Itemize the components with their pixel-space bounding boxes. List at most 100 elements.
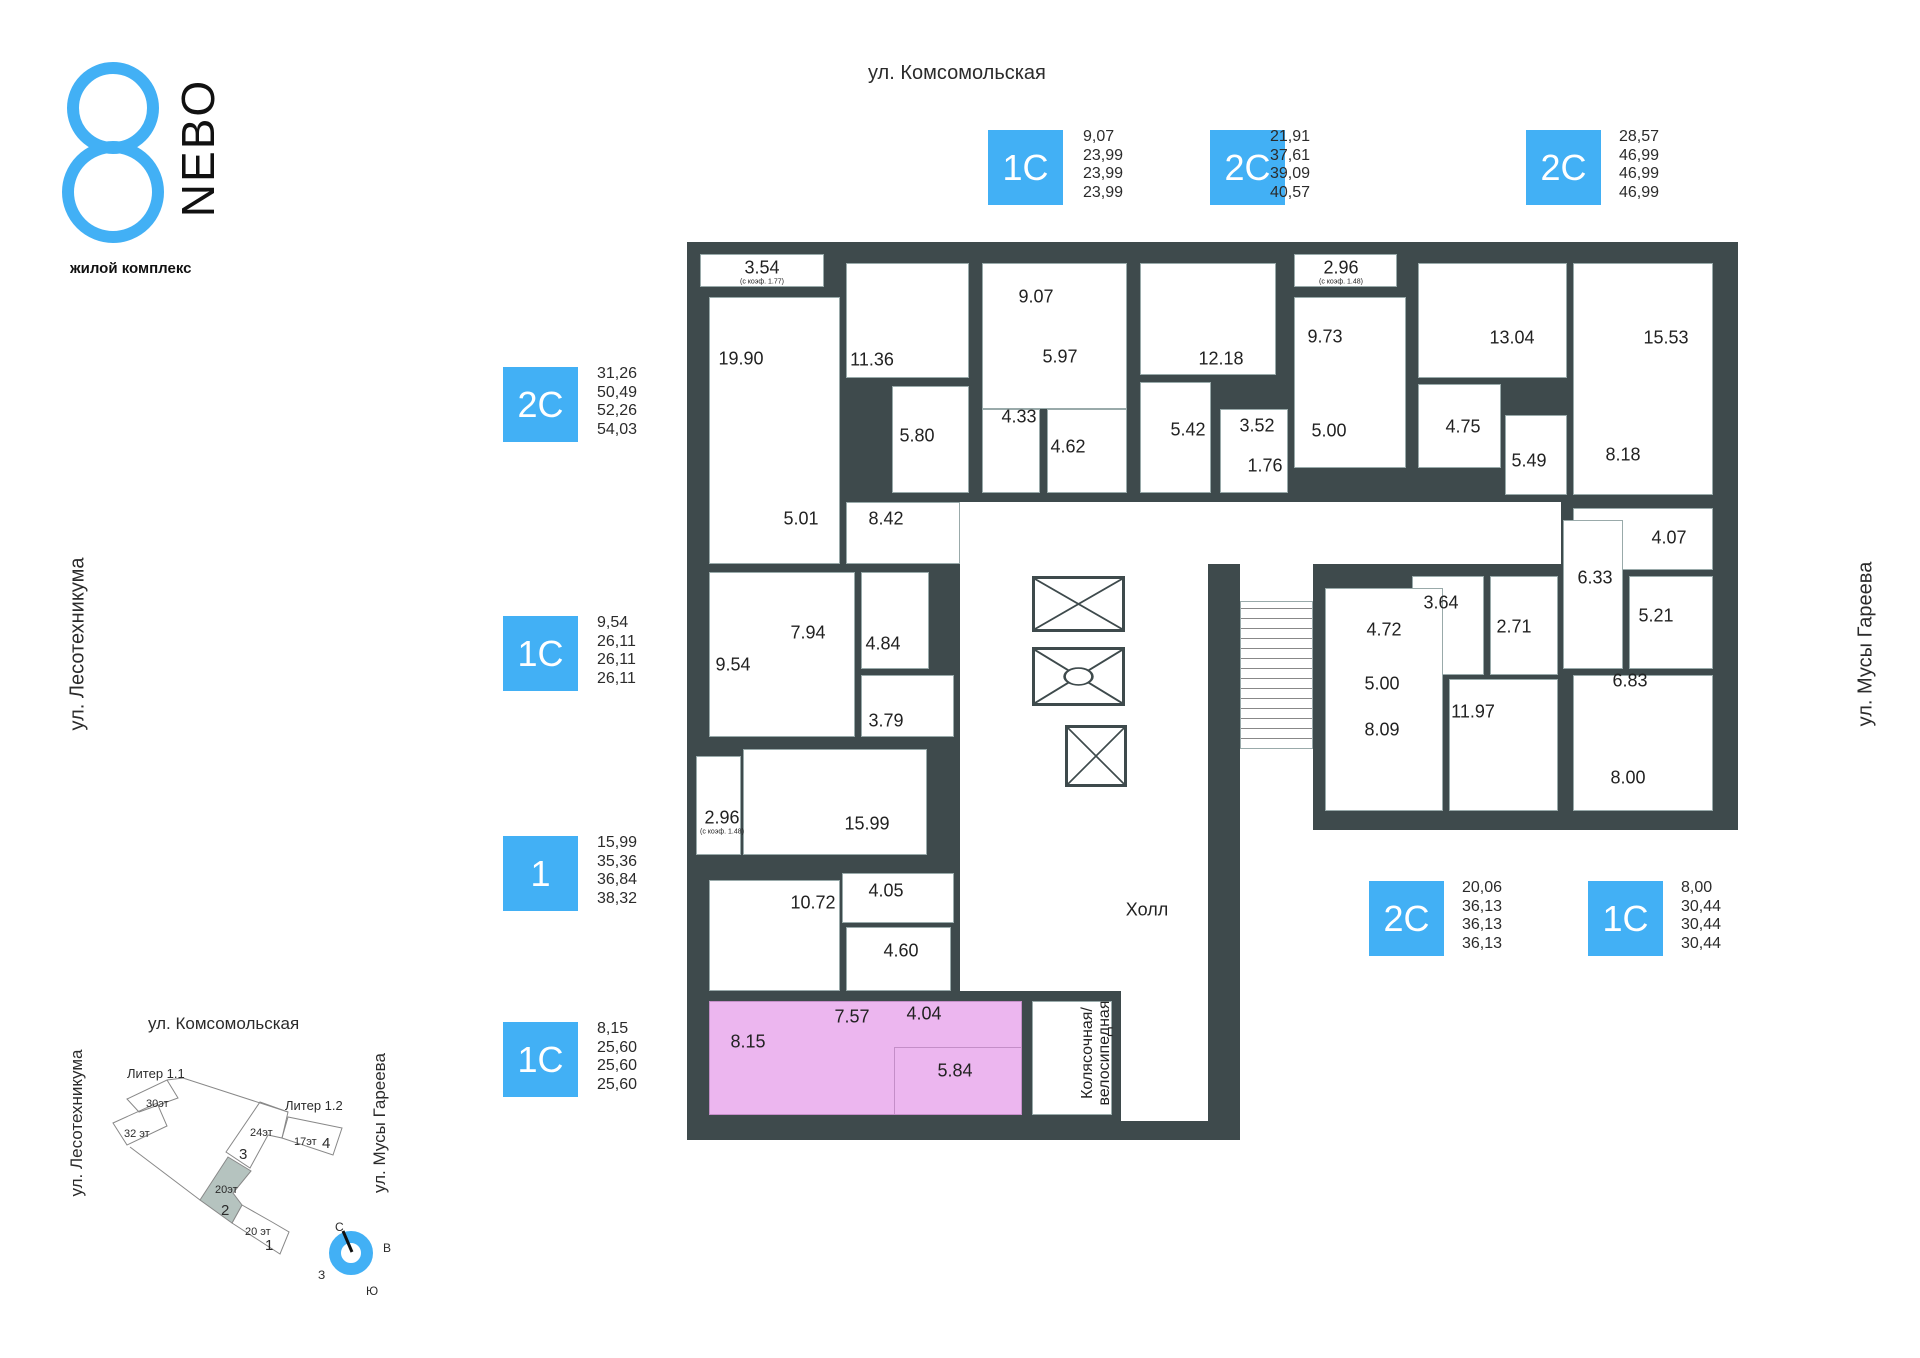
compass-needle — [341, 1230, 354, 1253]
elevator-icon — [1067, 727, 1125, 785]
room[interactable] — [1140, 263, 1276, 375]
area-note: (с коэф. 1.77) — [740, 278, 784, 286]
floors-label: 30эт — [146, 1098, 169, 1110]
hallway[interactable] — [846, 502, 960, 564]
minimap-drawing — [112, 1077, 373, 1275]
room[interactable] — [709, 880, 840, 991]
bathroom[interactable] — [1629, 576, 1713, 669]
section-number: 1 — [265, 1237, 274, 1254]
floors-label: 24эт — [250, 1127, 273, 1139]
bathroom[interactable] — [1140, 382, 1211, 493]
wall — [1208, 564, 1240, 1140]
area-value: 3.54 — [744, 257, 780, 278]
elevator-shaft-accessible — [1032, 647, 1125, 706]
apartment-badge[interactable]: 2С — [1210, 130, 1285, 205]
bathroom-highlighted[interactable] — [894, 1047, 1022, 1115]
area-value: 25,60 — [597, 1057, 638, 1074]
apartment-badge[interactable]: 2С — [1369, 881, 1444, 956]
area-value: 15,99 — [597, 834, 638, 851]
room[interactable] — [1418, 263, 1567, 378]
area-value: 36,13 — [1462, 916, 1503, 933]
room[interactable] — [709, 572, 855, 737]
room-area: 5.97 — [1042, 346, 1078, 367]
room-area: 11.36 — [850, 349, 894, 370]
room-area: 4.84 — [865, 633, 901, 654]
room-area: 12.18 — [1198, 348, 1244, 369]
room-area: 19.90 — [718, 348, 764, 369]
room-area: 3.52 — [1239, 415, 1275, 436]
room-area: 2.71 — [1496, 616, 1532, 637]
room[interactable] — [982, 263, 1127, 409]
apartment-badge[interactable]: 1С — [503, 1022, 578, 1097]
room-area: 6.83 — [1612, 670, 1648, 691]
apartment-badge[interactable]: 2С — [1526, 130, 1601, 205]
area-value: 46,99 — [1619, 165, 1660, 182]
room-area: 5.00 — [1311, 420, 1347, 441]
room-area: 5.21 — [1638, 605, 1674, 626]
apartment-badge[interactable]: 1С — [1588, 881, 1663, 956]
room-area: 11.97 — [1451, 701, 1495, 722]
bathroom[interactable] — [1418, 384, 1501, 468]
liter-label: Литер 1.1 — [127, 1066, 185, 1081]
hallway[interactable] — [1505, 415, 1567, 495]
room[interactable] — [1573, 675, 1713, 811]
area-value: 30,44 — [1681, 934, 1722, 952]
balcony[interactable] — [700, 254, 824, 287]
room[interactable] — [1449, 679, 1558, 811]
room-area: 1.76 — [1247, 455, 1283, 476]
area-value: 26,11 — [597, 651, 636, 668]
bathroom[interactable] — [1490, 576, 1558, 675]
area-value: 46,99 — [1619, 146, 1660, 164]
area-value: 25,60 — [597, 1075, 638, 1093]
building-section — [281, 1116, 343, 1156]
hallway[interactable] — [861, 675, 954, 737]
room[interactable] — [743, 749, 927, 855]
bathroom[interactable] — [1047, 409, 1127, 493]
room-area: 4.75 — [1445, 416, 1481, 437]
elevator-shaft — [1032, 576, 1125, 632]
area-value: 2.96 — [704, 807, 740, 828]
staircase — [1240, 601, 1313, 749]
room-area: 4.62 — [1050, 436, 1086, 457]
hallway[interactable] — [1220, 409, 1288, 493]
room[interactable] — [1294, 297, 1406, 468]
bathroom[interactable] — [846, 927, 951, 991]
area-value: 35,36 — [597, 852, 638, 870]
room-area: 6.33 — [1577, 567, 1613, 588]
area-value: 31,26 — [597, 365, 638, 382]
balcony[interactable] — [696, 756, 741, 855]
room-area: 9.54 — [715, 654, 751, 675]
area-value: 9,07 — [1083, 128, 1115, 145]
building-section — [112, 1102, 168, 1146]
wheelchair-icon — [1034, 649, 1123, 704]
room-area: 2.96(с коэф. 1.48) — [700, 808, 744, 837]
room-area: 8.00 — [1610, 767, 1646, 788]
room[interactable] — [709, 297, 840, 564]
room[interactable] — [1573, 263, 1713, 495]
area-value: 21,91 — [1270, 128, 1311, 145]
balcony[interactable] — [1294, 254, 1397, 287]
hallway[interactable] — [982, 409, 1040, 493]
bathroom[interactable] — [892, 386, 969, 493]
room[interactable] — [846, 263, 969, 378]
hallway[interactable] — [1563, 520, 1623, 669]
logo: NEBO жилой комплекс — [60, 60, 230, 280]
bathroom[interactable] — [861, 572, 929, 669]
apartment-badge[interactable]: 2С — [503, 367, 578, 442]
apartment-badge[interactable]: 1С — [503, 616, 578, 691]
room-area: 4.07 — [1651, 527, 1687, 548]
apartment-badge[interactable]: 1 — [503, 836, 578, 911]
apartment-badge[interactable]: 1С — [988, 130, 1063, 205]
room[interactable] — [1325, 588, 1443, 811]
street-top: ул. Комсомольская — [868, 62, 1046, 84]
stroller-room-label: Колясочная/ велосипедная — [1079, 1000, 1113, 1106]
area-value: 36,84 — [597, 871, 638, 888]
area-note: (с коэф. 1.48) — [1319, 278, 1363, 286]
hallway[interactable] — [842, 873, 954, 923]
room-area: 2.96(с коэф. 1.48) — [1319, 258, 1363, 287]
area-value: 25,60 — [597, 1038, 638, 1056]
compass-icon — [329, 1231, 373, 1275]
area-note: (с коэф. 1.48) — [700, 828, 744, 836]
